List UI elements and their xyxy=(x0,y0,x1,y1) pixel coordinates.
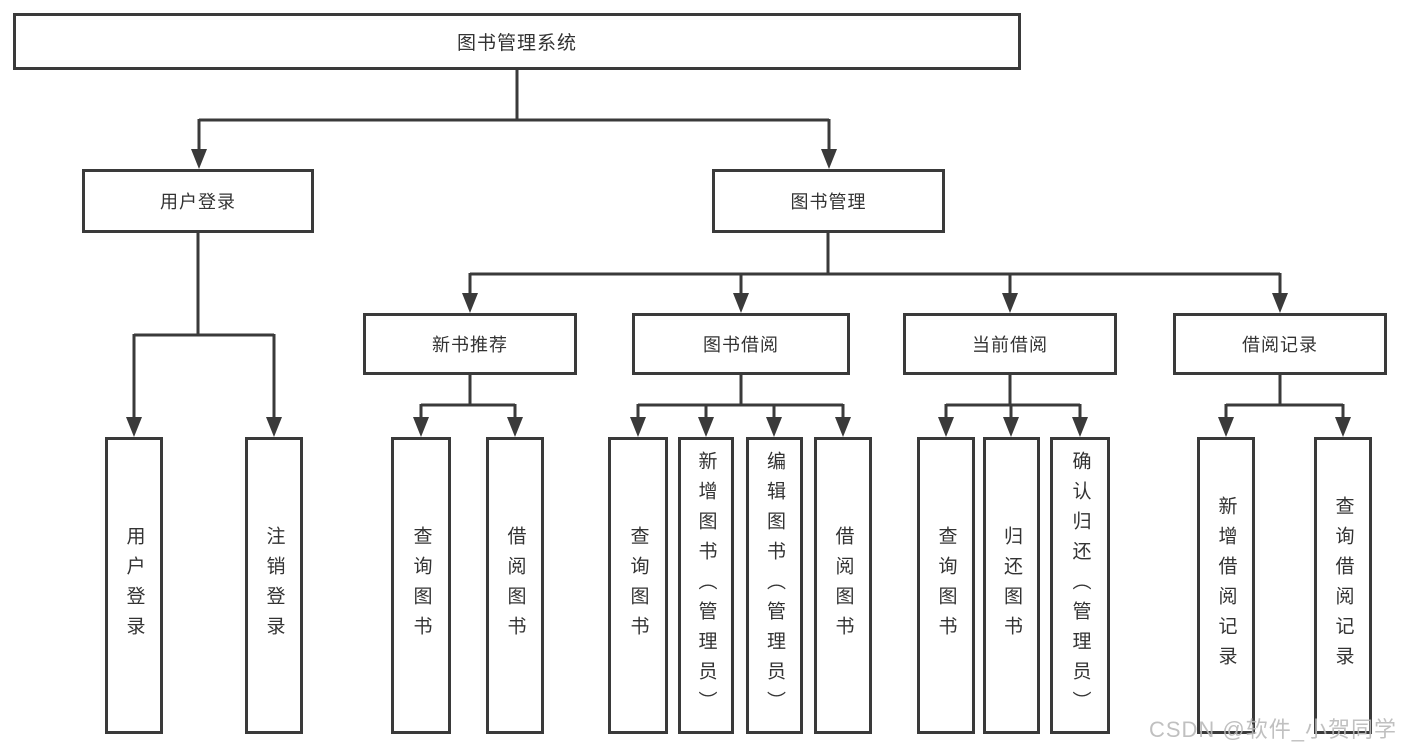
node-label: 用户登录 xyxy=(123,525,145,646)
leaf-borrow-books: 借阅图书 xyxy=(814,437,872,734)
node-label: 查询借阅记录 xyxy=(1332,495,1354,676)
node-current-borrowing: 当前借阅 xyxy=(903,313,1117,375)
leaf-user-login: 用户登录 xyxy=(105,437,163,734)
node-label: 借阅记录 xyxy=(1242,335,1318,355)
node-label: 编辑图书（管理员） xyxy=(764,450,785,721)
node-label: 借阅图书 xyxy=(504,525,526,646)
leaf-logout: 注销登录 xyxy=(245,437,303,734)
leaf-return-books: 归还图书 xyxy=(983,437,1040,734)
node-label: 用户登录 xyxy=(160,192,236,212)
node-label: 图书借阅 xyxy=(703,335,779,355)
csdn-watermark: CSDN @软件_小贺同学 xyxy=(1148,717,1397,742)
node-label: 新增借阅记录 xyxy=(1215,495,1237,676)
node-label: 图书管理系统 xyxy=(456,33,577,54)
leaf-query-books-recommend: 查询图书 xyxy=(391,437,451,734)
leaf-query-books-current: 查询图书 xyxy=(917,437,975,734)
node-book-management-branch: 图书管理 xyxy=(712,169,945,233)
node-new-book-recommend: 新书推荐 xyxy=(363,313,577,375)
node-label: 查询图书 xyxy=(935,525,957,646)
node-label: 借阅图书 xyxy=(832,525,854,646)
node-label: 当前借阅 xyxy=(972,335,1048,355)
node-root-system: 图书管理系统 xyxy=(13,13,1021,70)
node-label: 查询图书 xyxy=(627,525,649,646)
node-label: 查询图书 xyxy=(410,525,432,646)
leaf-confirm-return-admin: 确认归还（管理员） xyxy=(1050,437,1110,734)
node-borrowing-records: 借阅记录 xyxy=(1173,313,1387,375)
leaf-query-books-borrowing: 查询图书 xyxy=(608,437,668,734)
leaf-borrow-books-recommend: 借阅图书 xyxy=(486,437,544,734)
node-label: 确认归还（管理员） xyxy=(1069,450,1091,721)
node-label: 注销登录 xyxy=(263,525,285,646)
arrowhead-icons xyxy=(126,149,1351,437)
node-user-login-branch: 用户登录 xyxy=(82,169,314,233)
node-label: 新增图书（管理员） xyxy=(695,450,717,721)
node-label: 图书管理 xyxy=(790,192,867,212)
leaf-query-borrow-record: 查询借阅记录 xyxy=(1314,437,1372,734)
node-label: 归还图书 xyxy=(1001,525,1022,646)
leaf-add-borrow-record: 新增借阅记录 xyxy=(1197,437,1255,734)
node-label: 新书推荐 xyxy=(432,335,508,355)
node-book-borrowing: 图书借阅 xyxy=(632,313,850,375)
leaf-add-books-admin: 新增图书（管理员） xyxy=(678,437,734,734)
leaf-edit-books-admin: 编辑图书（管理员） xyxy=(746,437,803,734)
